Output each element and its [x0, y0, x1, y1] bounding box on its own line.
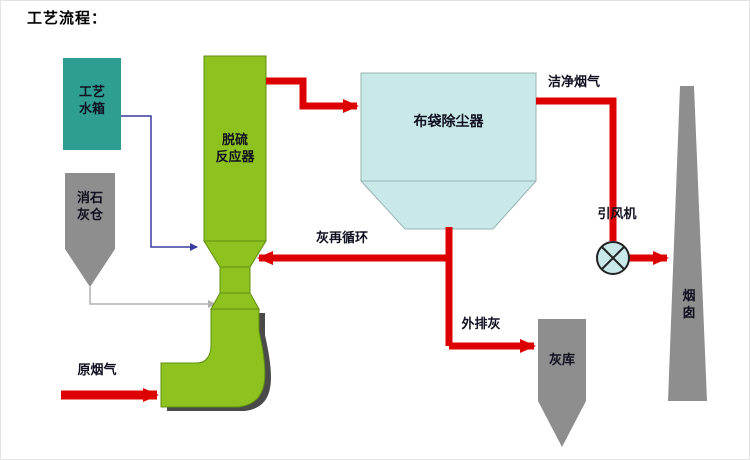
ash-silo-funnel — [538, 401, 586, 447]
water-tank-shape — [63, 58, 121, 150]
flow-clean-gas-line — [536, 97, 617, 241]
reactor-elbow — [160, 308, 266, 408]
water-supply-line — [121, 115, 198, 251]
reactor-converger — [203, 240, 267, 268]
chimney-shape — [668, 86, 707, 401]
reactor-expander — [210, 292, 260, 310]
baghouse-funnel — [359, 180, 538, 230]
fan-blade-line-2 — [601, 246, 625, 270]
lime-feed-line — [89, 287, 216, 308]
reactor-tower — [203, 55, 267, 242]
ash-silo-body — [538, 319, 586, 401]
reactor-neck — [219, 266, 251, 294]
baghouse-body — [360, 72, 537, 182]
lime-silo-funnel — [65, 249, 115, 287]
flow-reactor-to-baghouse — [266, 77, 359, 113]
lime-silo-body — [65, 173, 115, 249]
